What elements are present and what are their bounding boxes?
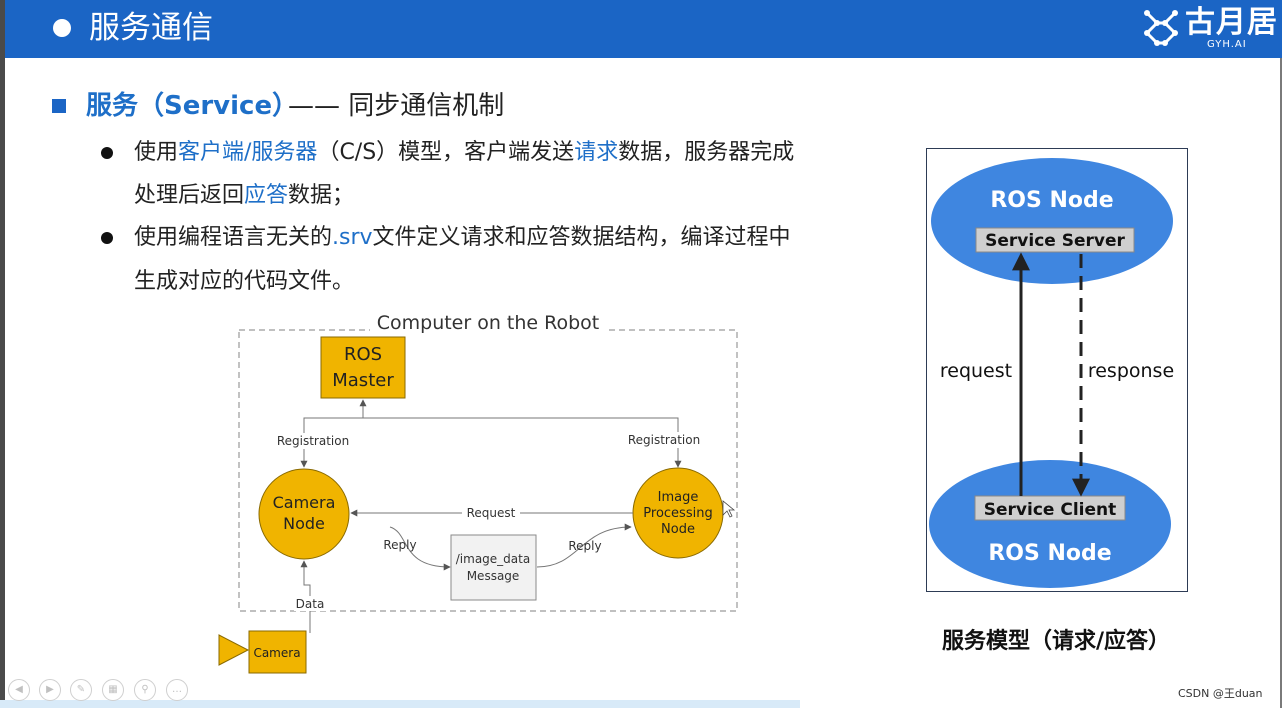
camera-node-label-1: Camera [273,493,336,512]
label-backdrop [462,505,520,521]
text-segment: 使用 [134,140,179,165]
highlight-response: 应答 [244,183,289,208]
reply-left-label: Reply [383,538,416,552]
bullet-dot-icon [101,232,113,244]
text-segment: 生成对应的代码文件。 [134,269,355,294]
slides-icon[interactable]: ▦ [102,679,124,701]
label-backdrop [272,433,354,449]
camera-label: Camera [253,646,300,660]
more-icon[interactable]: … [166,679,188,701]
pen-icon[interactable]: ✎ [70,679,92,701]
window-left-edge [0,0,5,708]
highlight-srv: .srv [332,225,373,250]
label-backdrop [622,432,708,448]
client-node-label: ROS Node [988,541,1111,566]
text-segment: 文件定义请求和应答数据结构，编译过程中 [372,225,791,250]
server-node-label: ROS Node [990,188,1113,213]
highlight-request: 请求 [574,140,619,165]
mouse-cursor-icon [722,500,736,518]
square-bullet-icon [52,99,66,113]
reply-right-label: Reply [568,539,601,553]
camera-node [258,468,350,560]
title-backdrop [370,319,606,343]
image-node-label-3: Node [661,522,695,537]
next-icon[interactable]: ▶ [39,679,61,701]
text-segment: （C/S）模型，客户端发送 [317,140,575,165]
request-label: Request [467,506,516,520]
label-backdrop [294,596,328,611]
ros-master-label-2: Master [332,370,394,391]
camera-box [248,630,307,674]
text-segment: 数据，服务器完成 [618,140,795,165]
text-segment: 使用编程语言无关的 [134,225,333,250]
camera-node-label-2: Node [283,514,325,533]
window-right-edge [1280,58,1282,708]
prev-icon[interactable]: ◀ [8,679,30,701]
service-client-box [974,495,1125,520]
text-segment: 处理后返回 [134,183,245,208]
ros-master-label-1: ROS [344,344,382,365]
bullet-2-line-2: 生成对应的代码文件。 [134,266,354,298]
reply-left-arrow [389,526,451,571]
registration-right-label: Registration [628,433,700,447]
message-label-1: /image_data [456,552,530,566]
bullet-dot-icon [101,147,113,159]
gyh-logo: 古月居 GYH.AI [1141,5,1281,53]
highlight-client-server: 客户端/服务器 [178,140,318,165]
request-label: request [939,360,1011,382]
service-model-diagram: ROS Node Service Server Service Client R… [928,157,1174,588]
message-box [450,534,537,601]
text-segment: 数据； [288,183,355,208]
image-node-label-2: Processing [643,506,712,521]
bullet-2-line-1: 使用编程语言无关的.srv文件定义请求和应答数据结构，编译过程中 [134,222,791,254]
heading-subtitle: —— 同步通信机制 [288,91,505,121]
ros-master-box [320,336,406,399]
registration-left-label: Registration [277,434,349,448]
diagram-title: Computer on the Robot [377,312,600,334]
registration-line [303,417,679,467]
service-model-frame: ROS Node Service Server Service Client R… [926,148,1188,592]
zoom-icon[interactable]: ⚲ [134,679,156,701]
bullet-1-line-2: 处理后返回应答数据； [134,180,354,212]
csdn-watermark: CSDN @王duan [1178,687,1263,700]
client-node-ellipse [928,459,1171,588]
logo-subtext: GYH.AI [1207,39,1247,50]
header-bullet-icon [53,19,71,37]
service-client-label: Service Client [983,500,1115,520]
camera-lens-icon [218,634,250,666]
slide-header: 服务通信 古月居 GYH.AI [5,0,1282,58]
data-label: Data [296,597,325,611]
response-label: response [1087,360,1173,382]
message-label-2: Message [467,569,520,583]
heading-service: 服务（Service） [86,91,299,121]
slide-title: 服务通信 [89,10,213,46]
robot-architecture-diagram: Computer on the Robot ROS Master Registr… [218,312,738,674]
bullet-1-line-1: 使用客户端/服务器（C/S）模型，客户端发送请求数据，服务器完成 [134,137,794,169]
service-server-box [975,227,1134,252]
reply-right-arrow [536,523,632,568]
progress-bar [0,700,800,708]
service-model-caption: 服务模型（请求/应答） [942,629,1171,654]
image-node-label-1: Image [658,490,699,505]
service-server-label: Service Server [985,231,1125,251]
logo-mark-icon [1144,10,1178,46]
server-node-ellipse [930,157,1173,284]
logo-text: 古月居 [1185,5,1278,40]
